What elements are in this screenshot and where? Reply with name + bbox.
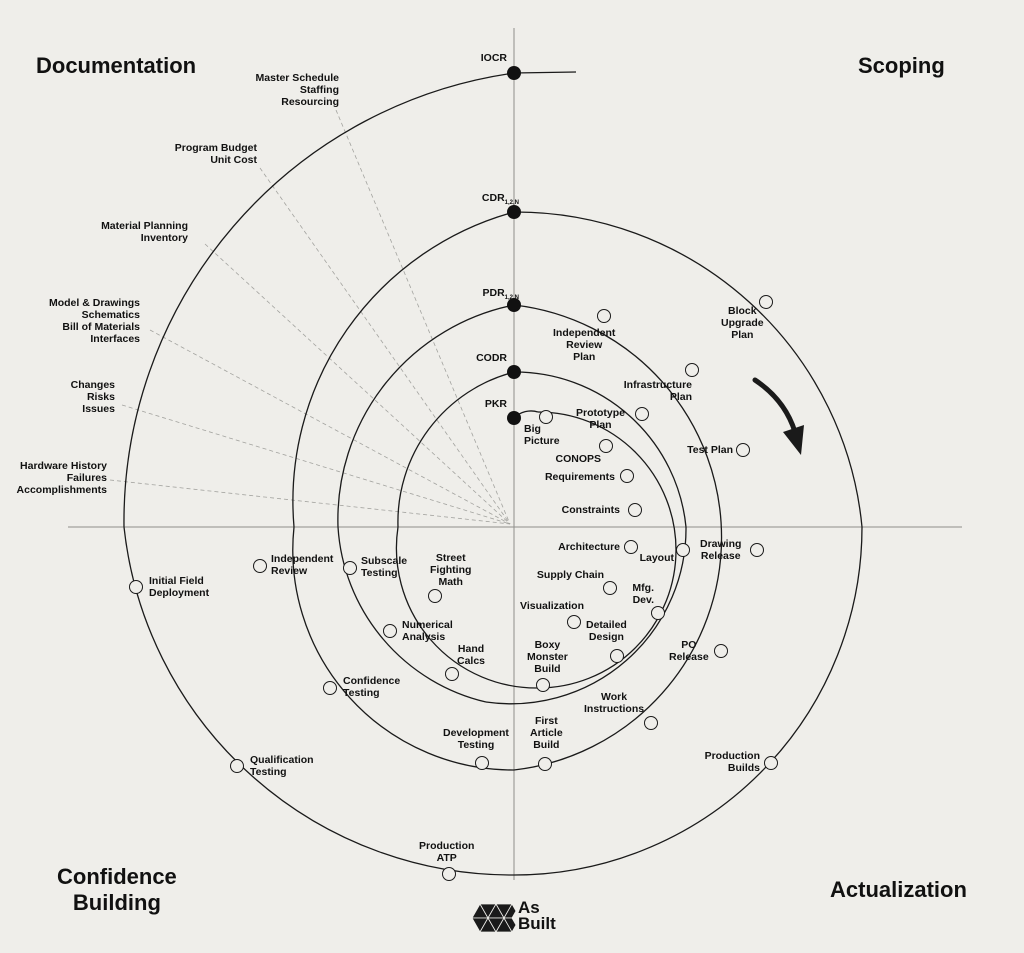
node-drawing-release [750,543,764,557]
node-subscale-testing [343,561,357,575]
node-supply-chain [603,581,617,595]
node-numerical-analysis [383,624,397,638]
node-independent-review [253,559,267,573]
node-visualization [567,615,581,629]
label-mfg-dev: Mfg.Dev. [632,582,654,606]
node-requirements [620,469,634,483]
label-architecture: Architecture [558,541,620,553]
node-confidence-testing [323,681,337,695]
node-work-instructions [644,716,658,730]
node-initial-field-deployment [129,580,143,594]
milestone-label-pdr: PDR1,2,N [482,287,519,302]
milestone-label-iocr: IOCR [480,52,507,64]
documentation-guides [109,109,511,525]
label-layout: Layout [639,552,674,564]
node-detailed-design [610,649,624,663]
node-independent-review-plan [597,309,611,323]
milestone-dot-codr [507,365,521,379]
spiral-path [123,71,863,876]
label-test-plan: Test Plan [687,444,733,456]
node-mfg-dev [651,606,665,620]
asbuilt-logo-icon [471,903,517,933]
node-production-atp [442,867,456,881]
node-development-testing [475,756,489,770]
label-constraints: Constraints [561,504,620,516]
direction-arrow-icon [752,377,804,455]
milestone-dots [507,66,521,425]
milestone-dot-pdr [507,298,521,312]
logo-wordmark: As Built [518,898,556,933]
milestone-dot-cdr [507,205,521,219]
label-conops: CONOPS [555,453,601,465]
quadrant-title-actualization: Actualization [830,877,967,902]
quadrant-title-documentation: Documentation [36,53,197,78]
milestone-dot-iocr [507,66,521,80]
node-constraints [628,503,642,517]
node-test-plan [736,443,750,457]
node-conops [599,439,613,453]
label-supply-chain: Supply Chain [536,569,604,581]
node-big-picture [539,410,553,424]
node-boxy-monster-build [536,678,550,692]
node-first-article-build [538,757,552,771]
node-circles [129,295,778,881]
node-hand-calcs [445,667,459,681]
node-block-upgrade-plan [759,295,773,309]
node-infrastructure-plan [685,363,699,377]
label-requirements: Requirements [544,471,615,483]
node-qualification-testing [230,759,244,773]
node-street-fighting-math [428,589,442,603]
quadrant-title-confidence-building: Confidence Building [57,864,177,915]
milestone-dot-pkr [507,411,521,425]
milestone-label-pkr: PKR [484,398,507,410]
node-prototype-plan [635,407,649,421]
node-po-release [714,644,728,658]
quadrant-title-scoping: Scoping [858,53,945,78]
milestone-label-codr: CODR [476,352,507,364]
node-production-builds [764,756,778,770]
node-layout [676,543,690,557]
label-visualization: Visualization [520,600,584,612]
milestone-label-cdr: CDR1,2,N [481,192,519,207]
node-architecture [624,540,638,554]
